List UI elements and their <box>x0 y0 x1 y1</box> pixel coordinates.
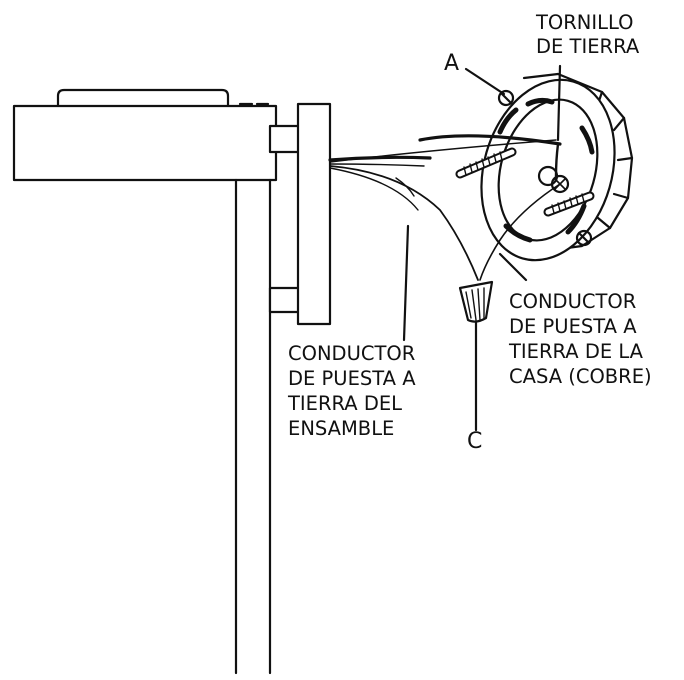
label-fixture-ground-line-4: ENSAMBLE <box>288 417 395 440</box>
label-fixture-ground-line-1: CONDUCTOR <box>288 342 416 365</box>
wall-backplate <box>268 102 332 326</box>
label-fixture-ground-line-2: DE PUESTA A <box>288 367 416 390</box>
lamp-head <box>12 88 278 182</box>
label-house-ground-line-2: DE PUESTA A <box>509 315 637 338</box>
house-wires <box>418 134 562 281</box>
label-fixture-ground-line-3: TIERRA DEL <box>288 392 403 415</box>
label-house-ground-line-3: TIERRA DE LA <box>509 340 644 363</box>
label-a: A <box>444 51 460 76</box>
fixture-wires <box>328 139 557 281</box>
wire-nut <box>458 280 494 323</box>
label-house-ground-line-4: CASA (COBRE) <box>509 365 652 388</box>
mounting-plate <box>480 78 616 262</box>
mounting-studs <box>455 147 595 217</box>
leader-lines <box>402 64 562 432</box>
label-ground-screw-line-2: DE TIERRA <box>536 35 640 58</box>
label-house-ground-line-1: CONDUCTOR <box>509 290 637 313</box>
label-c: C <box>467 429 483 454</box>
fixture-post <box>234 178 272 675</box>
label-ground-screw-line-1: TORNILLO <box>536 11 634 34</box>
